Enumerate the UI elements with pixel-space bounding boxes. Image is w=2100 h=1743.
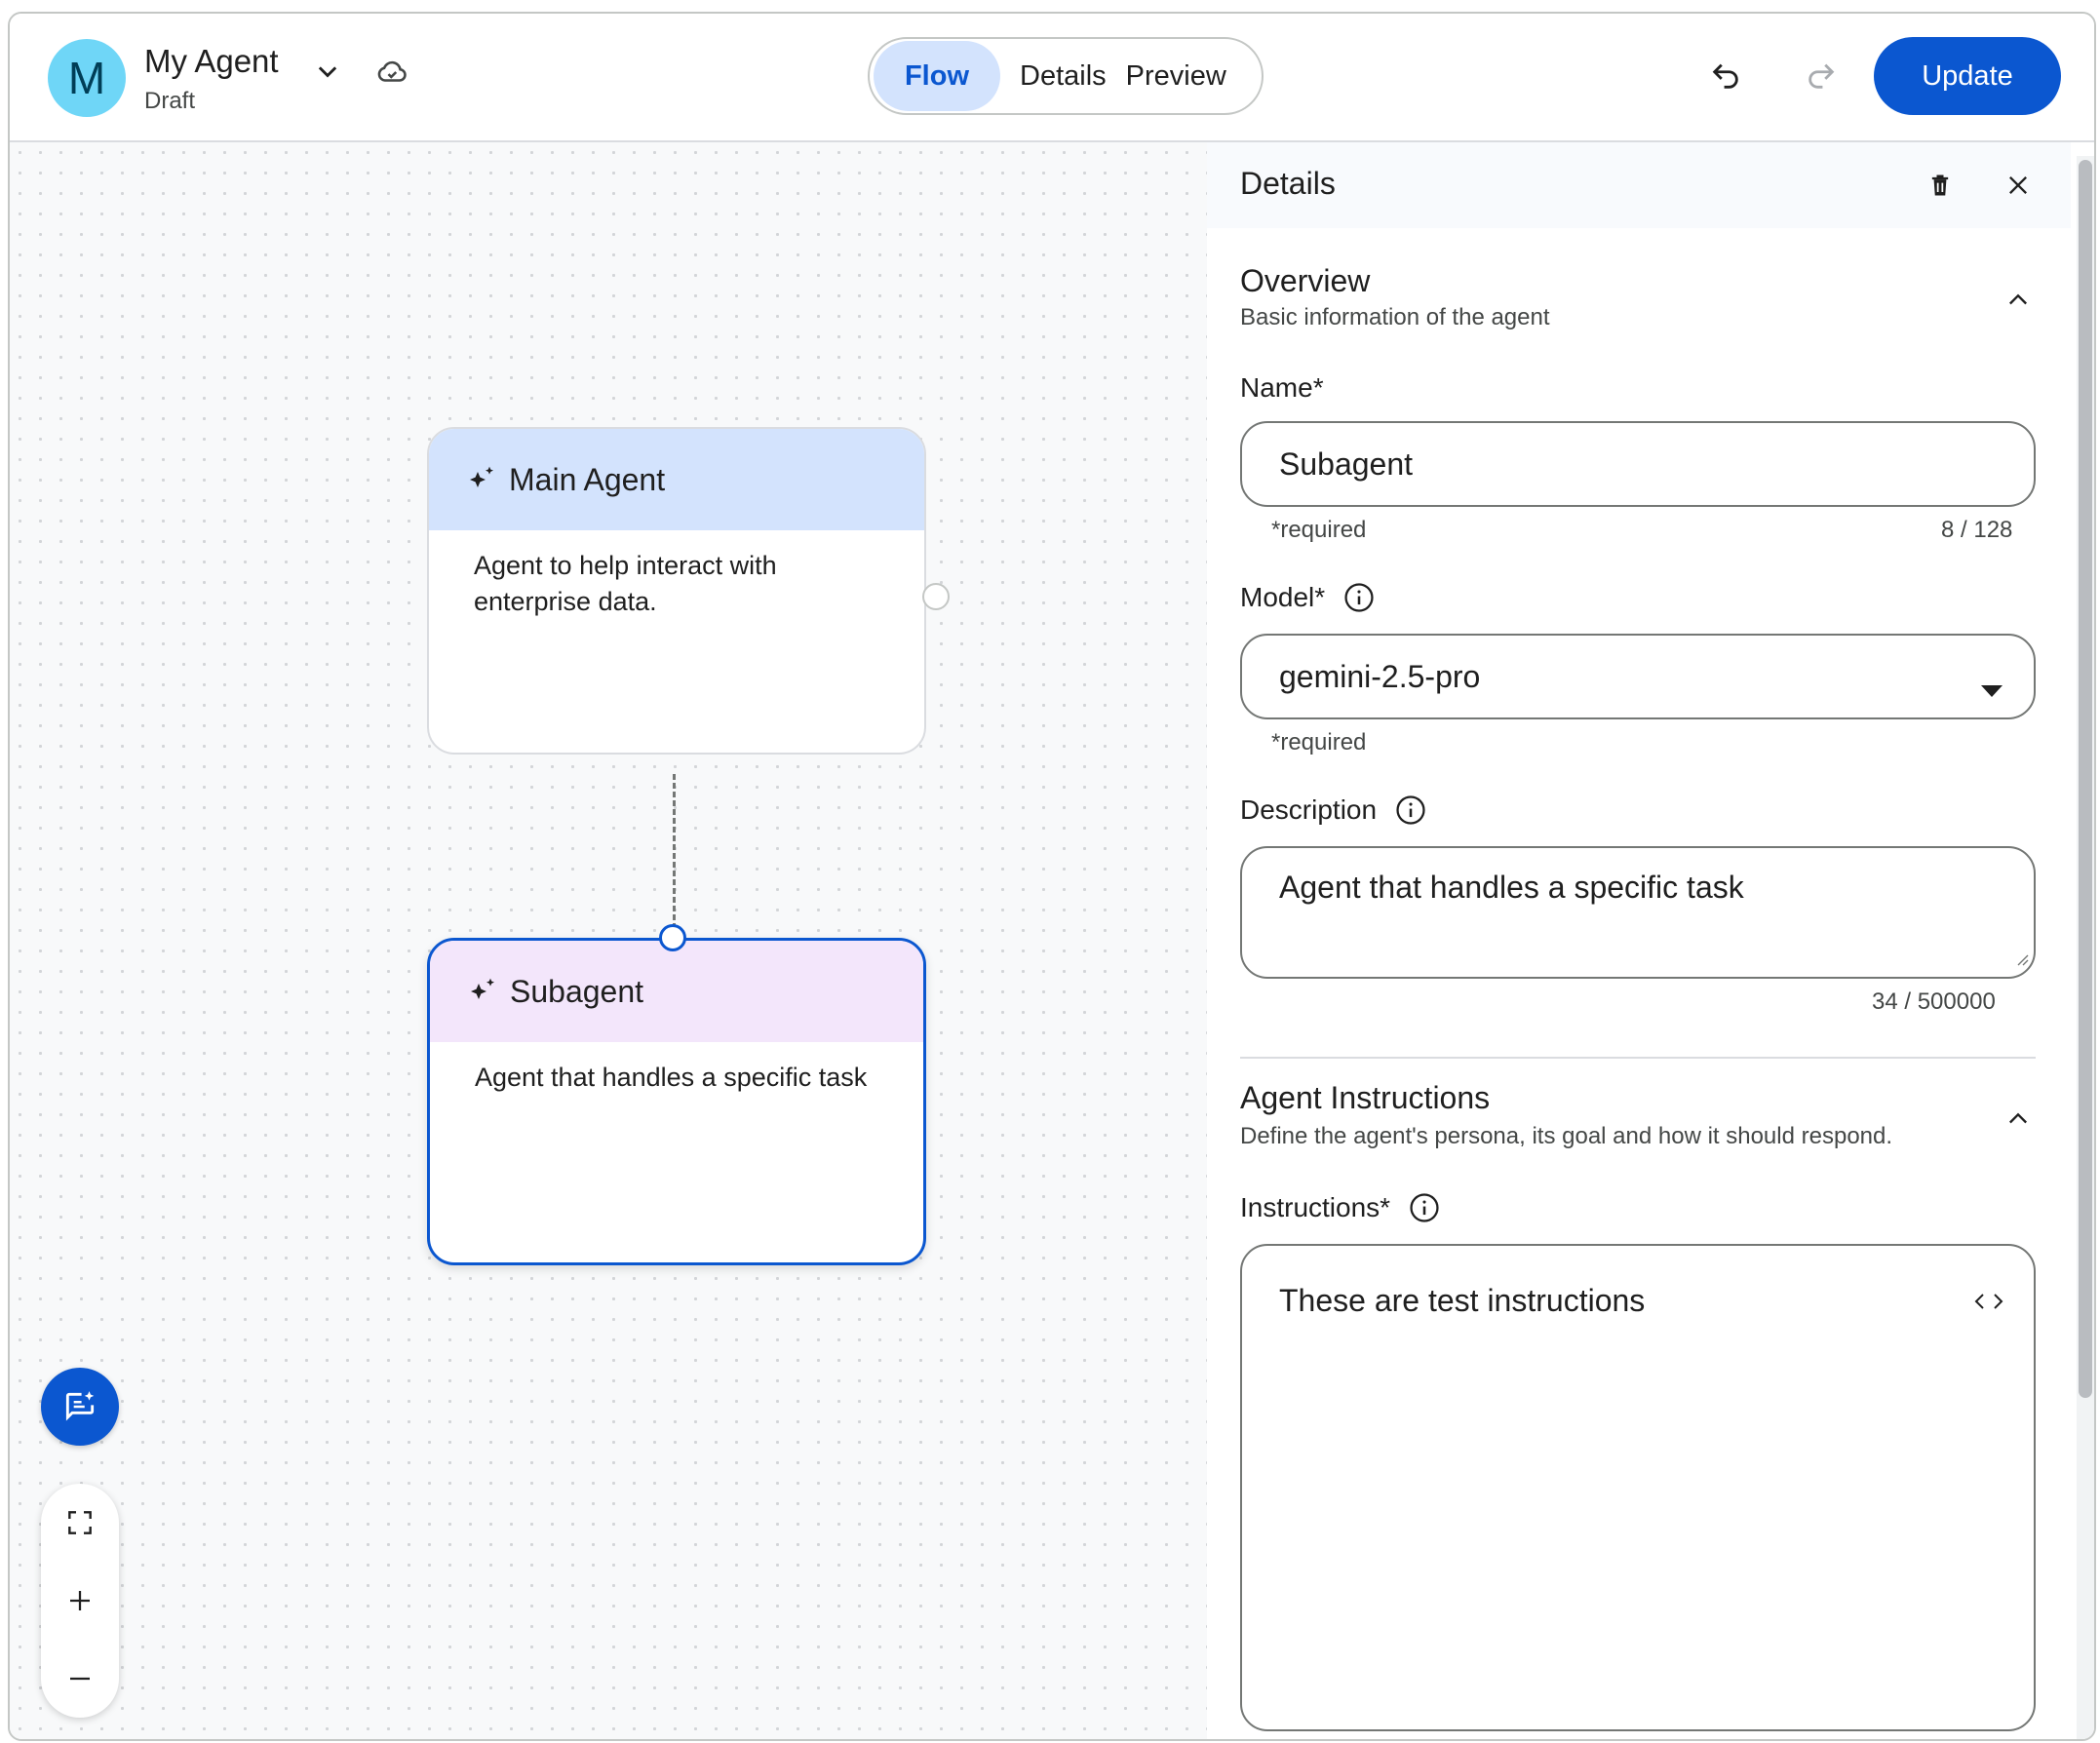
instructions-title: Agent Instructions bbox=[1240, 1080, 1491, 1115]
app-window: M My Agent Draft Flow Details Preview Up… bbox=[8, 12, 2096, 1741]
top-bar: M My Agent Draft Flow Details Preview Up… bbox=[10, 14, 2094, 142]
output-port[interactable] bbox=[922, 583, 950, 610]
model-required-hint: *required bbox=[1271, 729, 1367, 755]
code-view-icon[interactable] bbox=[1973, 1285, 2004, 1321]
description-label: Description bbox=[1240, 794, 1427, 827]
agent-status: Draft bbox=[144, 88, 196, 114]
instructions-text: These are test instructions bbox=[1279, 1283, 1646, 1318]
info-icon[interactable] bbox=[1342, 581, 1376, 614]
sparkle-icon bbox=[466, 464, 497, 495]
instructions-label: Instructions* bbox=[1240, 1191, 1441, 1224]
view-switcher: Flow Details Preview bbox=[868, 37, 1264, 115]
undo-icon[interactable] bbox=[1702, 53, 1749, 99]
sparkle-icon bbox=[467, 976, 498, 1007]
model-label-text: Model* bbox=[1240, 582, 1326, 612]
delete-icon[interactable] bbox=[1919, 164, 1962, 207]
node-description: Agent that handles a specific task bbox=[475, 1063, 868, 1092]
overview-title: Overview bbox=[1240, 263, 1371, 298]
flow-canvas[interactable]: Main Agent Agent to help interact with e… bbox=[10, 142, 1207, 1739]
name-char-count: 8 / 128 bbox=[1941, 517, 2013, 543]
overview-subtitle: Basic information of the agent bbox=[1240, 304, 1550, 330]
avatar[interactable]: M bbox=[48, 39, 126, 117]
main-agent-node[interactable]: Main Agent Agent to help interact with e… bbox=[427, 427, 926, 755]
name-input[interactable]: Subagent bbox=[1240, 421, 2036, 507]
model-label: Model* bbox=[1240, 581, 1376, 614]
instructions-label-text: Instructions* bbox=[1240, 1192, 1391, 1222]
resize-handle-icon[interactable] bbox=[2012, 939, 2030, 975]
model-selected-value: gemini-2.5-pro bbox=[1279, 658, 1481, 694]
node-connector bbox=[673, 774, 676, 938]
fit-view-icon[interactable] bbox=[51, 1493, 109, 1552]
close-icon[interactable] bbox=[1997, 164, 2040, 207]
node-description: Agent to help interact with enterprise d… bbox=[474, 551, 777, 616]
tab-preview[interactable]: Preview bbox=[1125, 59, 1226, 92]
panel-title: Details bbox=[1240, 166, 1336, 201]
update-button[interactable]: Update bbox=[1874, 37, 2061, 115]
node-header: Main Agent bbox=[429, 429, 924, 530]
node-title: Subagent bbox=[510, 973, 644, 1009]
zoom-out-icon[interactable] bbox=[51, 1649, 109, 1708]
redo-icon[interactable] bbox=[1798, 53, 1845, 99]
zoom-controls bbox=[41, 1484, 119, 1718]
section-divider bbox=[1240, 1057, 2036, 1059]
instructions-subtitle: Define the agent's persona, its goal and… bbox=[1240, 1123, 1893, 1149]
chevron-down-icon[interactable] bbox=[308, 53, 347, 92]
ai-assistant-button[interactable] bbox=[41, 1368, 119, 1446]
details-panel: Details Overview Basic information of th… bbox=[1207, 142, 2094, 1739]
subagent-node[interactable]: Subagent Agent that handles a specific t… bbox=[427, 938, 926, 1265]
chat-sparkle-icon bbox=[65, 1391, 95, 1421]
scrollbar-thumb[interactable] bbox=[2079, 160, 2092, 1398]
description-label-text: Description bbox=[1240, 794, 1378, 825]
tab-details[interactable]: Details bbox=[1020, 59, 1107, 92]
input-port[interactable] bbox=[659, 924, 686, 951]
name-label-text: Name* bbox=[1240, 372, 1324, 403]
cloud-done-icon[interactable] bbox=[372, 53, 411, 92]
node-title: Main Agent bbox=[509, 461, 666, 497]
name-required-hint: *required bbox=[1271, 517, 1367, 543]
info-icon[interactable] bbox=[1408, 1191, 1441, 1224]
collapse-instructions-icon[interactable] bbox=[1997, 1098, 2040, 1141]
agent-name: My Agent bbox=[144, 43, 279, 79]
model-select[interactable]: gemini-2.5-pro bbox=[1240, 634, 2036, 719]
instructions-editor[interactable]: These are test instructions bbox=[1240, 1244, 2036, 1731]
node-header: Subagent bbox=[430, 941, 923, 1042]
description-text: Agent that handles a specific task bbox=[1279, 870, 1744, 905]
name-label: Name* bbox=[1240, 372, 1324, 404]
description-char-count: 34 / 500000 bbox=[1872, 988, 1996, 1015]
panel-header: Details bbox=[1207, 142, 2071, 228]
description-textarea[interactable]: Agent that handles a specific task bbox=[1240, 846, 2036, 979]
info-icon[interactable] bbox=[1394, 794, 1427, 827]
collapse-overview-icon[interactable] bbox=[1997, 279, 2040, 322]
dropdown-arrow-icon bbox=[1981, 671, 2003, 707]
zoom-in-icon[interactable] bbox=[51, 1571, 109, 1630]
tab-flow[interactable]: Flow bbox=[874, 41, 1000, 111]
